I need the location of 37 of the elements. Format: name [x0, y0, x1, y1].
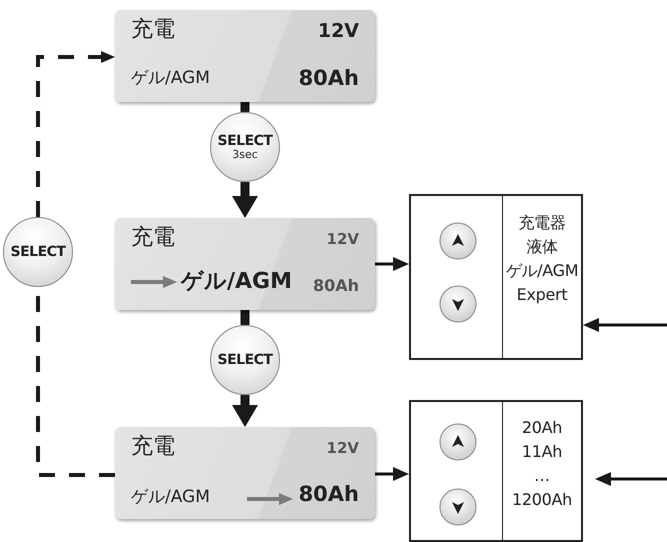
option-text: 充電器	[518, 212, 566, 234]
screen-text: ゲル/AGM	[131, 70, 210, 87]
option-text: 1200Ah	[512, 489, 572, 511]
select-button: SELECT 3sec	[210, 112, 280, 182]
display-screen	[115, 427, 375, 519]
screen-text: 12V	[326, 232, 359, 247]
option-text: ゲル/AGM	[506, 260, 578, 282]
option-text: 20Ah	[522, 417, 562, 439]
select-button: SELECT	[210, 325, 280, 395]
arrow	[583, 318, 667, 332]
arrow	[375, 257, 409, 271]
option-text: 液体	[526, 236, 558, 258]
arrow	[375, 467, 409, 481]
option-text: …	[534, 465, 550, 487]
screen-text: 80Ah	[298, 68, 359, 89]
arrow	[232, 395, 258, 427]
screen-text: 充電	[131, 436, 175, 458]
display-screen	[115, 10, 375, 102]
screen-text: 80Ah	[298, 484, 359, 505]
screen-text: 充電	[131, 227, 175, 249]
option-text: Expert	[516, 284, 568, 306]
option-text: 11Ah	[522, 441, 562, 463]
selection-panel	[409, 194, 583, 360]
connector-line	[240, 102, 250, 112]
select-button: SELECT	[3, 217, 73, 287]
screen-text: 12V	[318, 22, 359, 41]
display-screen	[115, 218, 375, 310]
screen-text: ゲル/AGM	[181, 271, 292, 293]
selection-panel	[409, 400, 583, 542]
screen-text: 12V	[326, 441, 359, 456]
connector-line	[240, 310, 250, 325]
screen-text: 充電	[131, 19, 175, 41]
arrow	[595, 472, 667, 486]
screen-text: ゲル/AGM	[131, 489, 210, 506]
arrow	[232, 182, 258, 218]
arrow	[36, 51, 115, 217]
screen-text: 80Ah	[312, 278, 359, 294]
